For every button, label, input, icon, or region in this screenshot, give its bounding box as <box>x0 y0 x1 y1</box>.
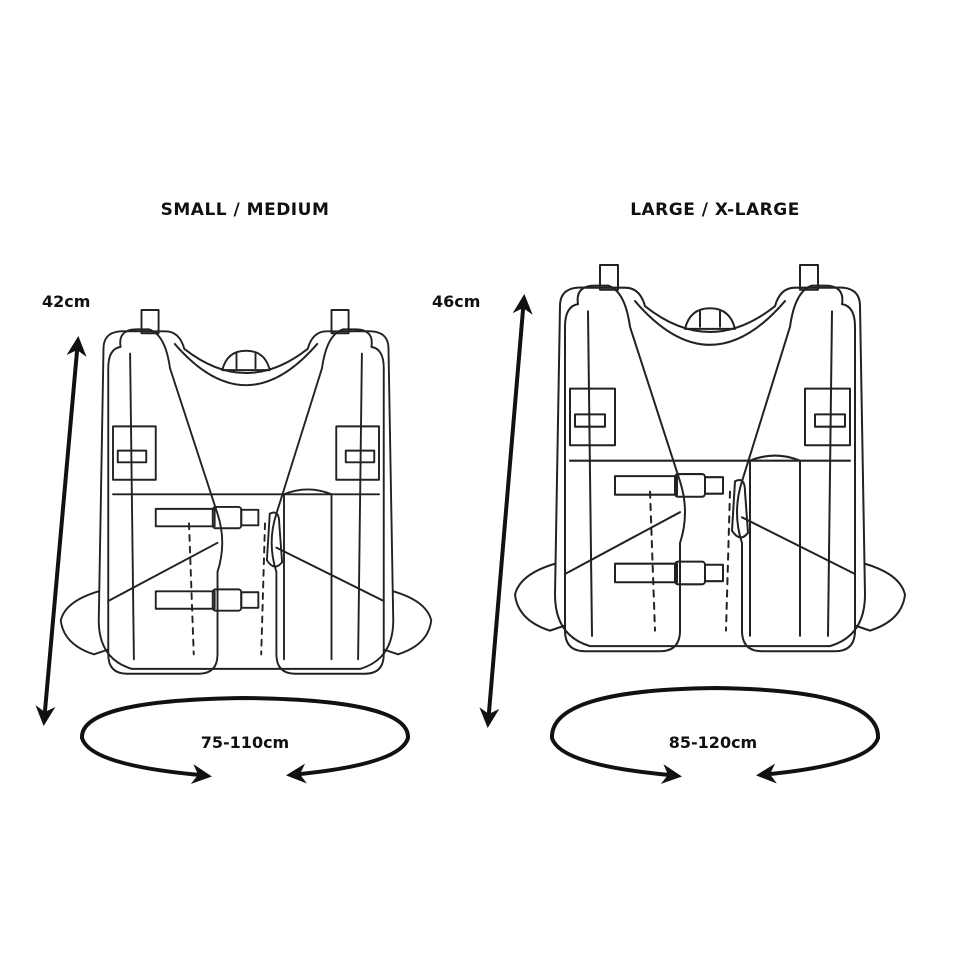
vest-small-medium-drawing <box>35 309 433 784</box>
size-title-small-medium: SMALL / MEDIUM <box>160 200 330 220</box>
size-title-large-xlarge: LARGE / X-LARGE <box>630 200 800 220</box>
height-label-small-medium: 42cm <box>42 292 91 311</box>
vest-large-xlarge-drawing <box>479 263 907 784</box>
height-label-large-xlarge: 46cm <box>432 292 481 311</box>
girth-label-small-medium: 75-110cm <box>200 733 290 752</box>
girth-label-large-xlarge: 85-120cm <box>668 733 758 752</box>
